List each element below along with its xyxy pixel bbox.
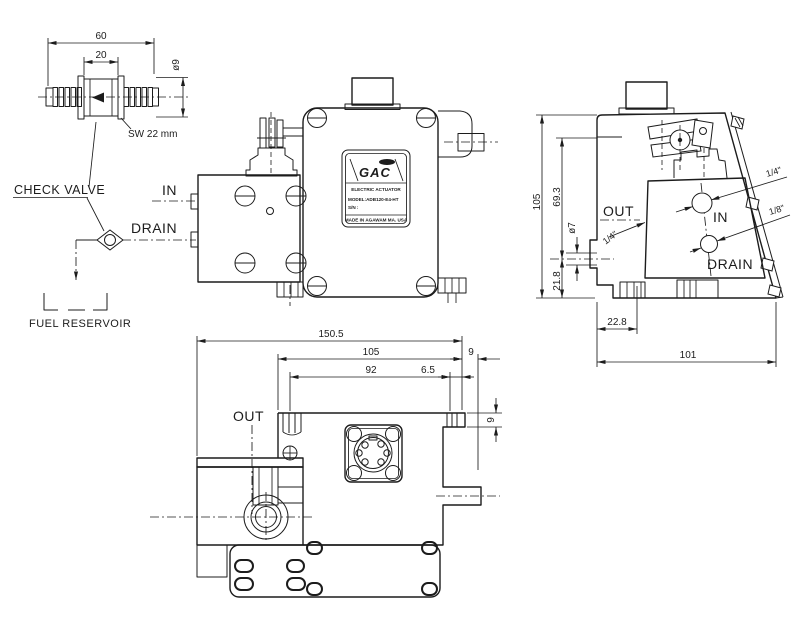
nameplate-product: ELECTRIC ACTUATOR	[351, 187, 401, 192]
drain-port-tab	[190, 231, 199, 248]
dim-228-label: 22.8	[607, 317, 627, 328]
out-leader: OUT 1/4"	[600, 203, 646, 246]
hose-barb-right	[123, 87, 159, 107]
in-port-tab	[190, 193, 199, 210]
front-right-foot	[437, 277, 467, 303]
nameplate-brand: GAC	[359, 165, 391, 180]
dim-693: 69.3	[552, 137, 597, 259]
valve-body	[245, 147, 298, 177]
out-size-label: 1/4"	[601, 229, 620, 246]
drain-size-label: 1/8"	[768, 203, 786, 217]
nameplate-model: MODEL:ADB120-E4-HT	[348, 197, 399, 202]
fuel-reservoir-label: FUEL RESERVOIR	[29, 318, 131, 330]
dim-9h: 9	[450, 347, 500, 470]
in-leader: 1/4" IN	[675, 165, 788, 225]
dim-height-label: 105	[532, 193, 543, 210]
check-valve-symbol	[96, 229, 124, 251]
flow-arrow	[92, 92, 104, 103]
dim-65: 6.5	[421, 365, 474, 380]
dim-9h-label: 9	[468, 347, 474, 358]
dim-105w: 105	[277, 347, 462, 410]
dim-101: 101	[596, 302, 777, 367]
dim-218-label: 21.8	[552, 271, 563, 291]
wrench-size-label: SW 22 mm	[128, 129, 177, 140]
dim-60-label: 60	[95, 31, 107, 42]
pin-connector	[344, 424, 403, 483]
port-panel	[644, 177, 766, 279]
left-boss	[282, 413, 302, 436]
dim-693-label: 69.3	[552, 187, 563, 207]
drain-leader: 1/8" DRAIN	[689, 203, 791, 272]
schematic-drain-label: DRAIN	[131, 220, 177, 236]
dim-105w-label: 105	[363, 347, 380, 358]
top-pump-plate	[196, 457, 304, 578]
dim-20: 20	[83, 50, 119, 75]
dim-dia7-label: ø7	[567, 222, 578, 234]
side-valve-stem	[673, 148, 728, 179]
side-feet	[619, 279, 719, 299]
reservoir-symbol	[43, 293, 108, 311]
dim-65-label: 6.5	[421, 365, 435, 376]
nameplate-origin: MADE IN AGAWAM MA. USA	[345, 218, 408, 223]
lever-mechanism	[647, 118, 714, 172]
side-in-label: IN	[713, 209, 728, 225]
dim-218: 21.8	[552, 259, 565, 298]
front-connector	[351, 77, 394, 106]
front-body	[302, 107, 439, 298]
pump-plate	[197, 174, 301, 283]
dim-dia9: ø9	[156, 59, 188, 118]
dim-1505: 150.5	[196, 329, 463, 456]
right-bracket	[438, 110, 498, 158]
mount-flange	[229, 541, 441, 598]
side-view: 1/4" IN 1/8" DRAIN OUT 1/4"	[532, 81, 791, 367]
dim-92: 92	[289, 365, 451, 411]
dim-height-105: 105	[532, 114, 597, 299]
side-out-label: OUT	[603, 203, 634, 219]
plate-hole	[266, 207, 274, 215]
valve-hex-body	[77, 75, 125, 120]
dim-9v-label: 9	[486, 417, 497, 423]
schematic-in-label: IN	[162, 182, 177, 198]
dim-60: 60	[47, 31, 155, 86]
dim-1505-label: 150.5	[318, 329, 343, 340]
dim-9v: 9	[467, 398, 502, 442]
edge-tabs	[730, 115, 782, 298]
top-out-label: OUT	[233, 408, 264, 424]
check-valve-detail: 60 20 ø9 SW 22 mm	[38, 31, 190, 140]
side-connector	[625, 81, 668, 110]
drain-port	[700, 235, 718, 253]
dim-92-label: 92	[365, 365, 377, 376]
front-view: GAC ELECTRIC ACTUATOR MODEL:ADB120-E4-HT…	[190, 77, 498, 306]
side-body	[589, 112, 777, 299]
dim-101-label: 101	[680, 350, 697, 361]
plate-screws	[234, 185, 307, 274]
front-left-foot	[276, 281, 304, 298]
plumbing-schematic: CHECK VALVE IN DRAIN FUEL RESERVOIR	[13, 121, 196, 330]
nameplate: GAC ELECTRIC ACTUATOR MODEL:ADB120-E4-HT…	[341, 149, 411, 228]
top-view: OUT	[150, 329, 502, 598]
check-valve-label: CHECK VALVE	[14, 183, 105, 197]
side-drain-label: DRAIN	[707, 256, 753, 272]
top-body	[277, 412, 482, 546]
dim-20-label: 20	[95, 50, 107, 61]
in-size-label: 1/4"	[765, 165, 783, 179]
nameplate-serial: S/N :	[348, 205, 359, 210]
dim-dia7: ø7	[567, 222, 580, 281]
body-screws	[307, 108, 436, 296]
dim-228: 22.8	[596, 286, 638, 334]
right-boss	[446, 413, 458, 427]
in-port	[691, 192, 713, 214]
hose-barb-left	[45, 87, 82, 107]
terminal-block	[257, 117, 303, 149]
dim-dia9-label: ø9	[171, 59, 182, 71]
